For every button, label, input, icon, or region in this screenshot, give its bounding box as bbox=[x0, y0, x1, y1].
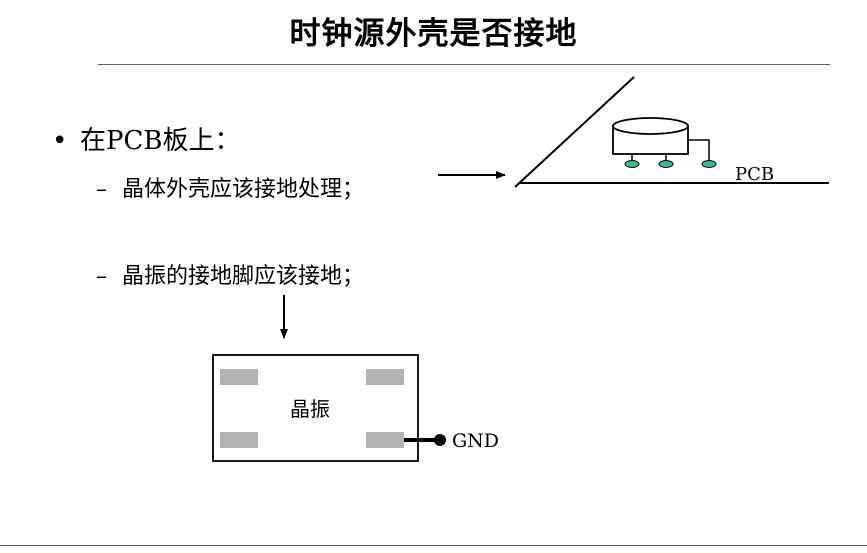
oscillator-pad bbox=[220, 432, 258, 448]
title-divider bbox=[98, 64, 830, 65]
sub-item-text: 晶体外壳应该接地处理； bbox=[122, 177, 365, 202]
oscillator-pad bbox=[366, 369, 404, 385]
sub-item-marker: – bbox=[96, 177, 107, 202]
footer-divider bbox=[0, 545, 867, 546]
bullet-marker: • bbox=[52, 126, 68, 156]
oscillator-label: 晶振 bbox=[290, 397, 330, 421]
oscillator-pad-gnd bbox=[366, 432, 404, 448]
oscillator-diagram: 晶振 GND bbox=[212, 354, 499, 462]
slide-title: 时钟源外壳是否接地 bbox=[289, 16, 578, 52]
gnd-terminal-dot bbox=[434, 434, 446, 446]
crystal-can-icon bbox=[612, 117, 717, 168]
sub-item-pin-ground: –晶振的接地脚应该接地； bbox=[96, 258, 364, 290]
pcb-board-edge bbox=[514, 76, 635, 188]
gnd-label: GND bbox=[452, 430, 499, 452]
pcb-diagram: PCB bbox=[514, 76, 829, 188]
oscillator-pad bbox=[220, 369, 258, 385]
sub-item-text: 晶振的接地脚应该接地； bbox=[122, 264, 365, 289]
bullet-item: • 在PCB板上： bbox=[52, 120, 241, 157]
sub-item-marker: – bbox=[96, 264, 107, 289]
bullet-text: 在PCB板上： bbox=[80, 126, 241, 156]
sub-item-case-ground: –晶体外壳应该接地处理； bbox=[96, 171, 364, 203]
pcb-label: PCB bbox=[735, 164, 774, 185]
